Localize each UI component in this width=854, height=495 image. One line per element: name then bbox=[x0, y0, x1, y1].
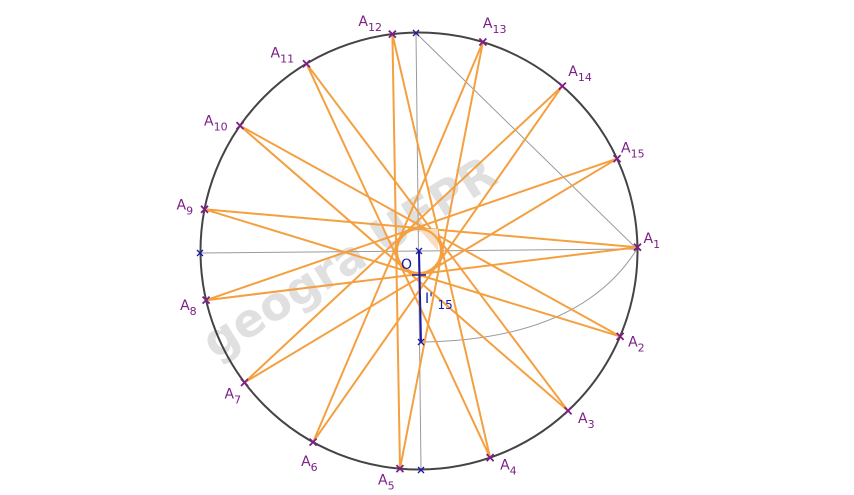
point-label-subscript: 15 bbox=[631, 148, 645, 161]
point-marker bbox=[201, 296, 211, 305]
radius-segment bbox=[418, 250, 422, 343]
point-label-letter: A bbox=[628, 334, 638, 350]
point-marker bbox=[558, 81, 567, 91]
point-label-letter: A bbox=[180, 298, 190, 314]
point-marker bbox=[200, 205, 209, 214]
point-label: A8 bbox=[180, 298, 197, 318]
point-label-subscript: 6 bbox=[311, 461, 318, 474]
point-label-subscript: 14 bbox=[578, 71, 592, 84]
point-marker bbox=[486, 453, 495, 462]
construction-point-marker bbox=[417, 338, 425, 346]
point-label: A3 bbox=[578, 411, 595, 431]
point-label: A14 bbox=[568, 64, 592, 84]
point-marker bbox=[302, 59, 311, 68]
segment-label: I' 15 bbox=[425, 291, 453, 312]
segment-label-subscript: 15 bbox=[437, 298, 452, 312]
point-label-letter: A bbox=[621, 141, 631, 157]
main-circle bbox=[199, 31, 639, 471]
point-label: A4 bbox=[500, 458, 517, 478]
point-marker bbox=[388, 29, 397, 39]
point-label: A12 bbox=[358, 14, 382, 34]
construction-point-marker bbox=[412, 29, 420, 37]
point-label: A9 bbox=[177, 197, 194, 217]
construction-points bbox=[196, 29, 425, 474]
point-label-subscript: 12 bbox=[368, 21, 382, 34]
point-marker bbox=[615, 332, 625, 341]
point-marker bbox=[395, 464, 405, 473]
point-label: A15 bbox=[621, 141, 645, 161]
point-marker bbox=[612, 154, 622, 163]
point-label: A10 bbox=[204, 114, 228, 134]
construction-point-marker bbox=[196, 249, 204, 257]
point-label-letter: A bbox=[301, 454, 311, 470]
point-label-subscript: 8 bbox=[190, 305, 197, 318]
point-label-subscript: 7 bbox=[234, 394, 241, 407]
point-label: A7 bbox=[225, 387, 242, 407]
point-label-subscript: 10 bbox=[214, 121, 228, 134]
point-label-letter: A bbox=[358, 14, 368, 30]
point-label-letter: A bbox=[500, 458, 510, 474]
point-label: A5 bbox=[378, 473, 395, 493]
point-label-subscript: 13 bbox=[492, 23, 506, 36]
point-label-subscript: 1 bbox=[653, 238, 660, 251]
point-marker bbox=[563, 406, 573, 415]
point-label-subscript: 9 bbox=[186, 204, 193, 217]
point-label-subscript: 11 bbox=[280, 53, 294, 66]
point-label-subscript: 4 bbox=[510, 465, 517, 478]
point-label-letter: A bbox=[644, 231, 654, 247]
point-label: A1 bbox=[644, 231, 661, 251]
center-label: O bbox=[401, 257, 412, 273]
point-label-letter: A bbox=[378, 473, 388, 489]
point-label: A6 bbox=[301, 454, 318, 474]
point-label-subscript: 3 bbox=[588, 418, 595, 431]
point-label-letter: A bbox=[225, 387, 235, 403]
point-label-letter: A bbox=[271, 46, 281, 62]
point-label-subscript: 2 bbox=[638, 341, 645, 354]
point-marker bbox=[478, 37, 488, 47]
point-label-letter: A bbox=[568, 64, 578, 80]
point-label-subscript: 5 bbox=[388, 480, 395, 493]
construction-arc bbox=[420, 248, 638, 343]
point-label-letter: A bbox=[483, 16, 493, 32]
point-label-letter: A bbox=[578, 411, 588, 427]
point-marker bbox=[235, 121, 245, 130]
point-label-letter: A bbox=[177, 197, 187, 213]
watermark: geogra UFPR bbox=[192, 145, 506, 369]
point-label-letter: A bbox=[204, 114, 214, 130]
point-marker bbox=[633, 243, 642, 252]
point-label: A11 bbox=[271, 46, 295, 66]
point-label: A13 bbox=[483, 16, 507, 36]
point-marker bbox=[240, 378, 249, 387]
segment-label-text: I' bbox=[425, 291, 433, 307]
point-marker bbox=[308, 437, 318, 447]
construction-point-marker bbox=[417, 466, 425, 474]
diagonal-construction-line bbox=[415, 32, 638, 250]
point-label: A2 bbox=[628, 334, 645, 354]
construction-point-marker bbox=[415, 247, 423, 255]
